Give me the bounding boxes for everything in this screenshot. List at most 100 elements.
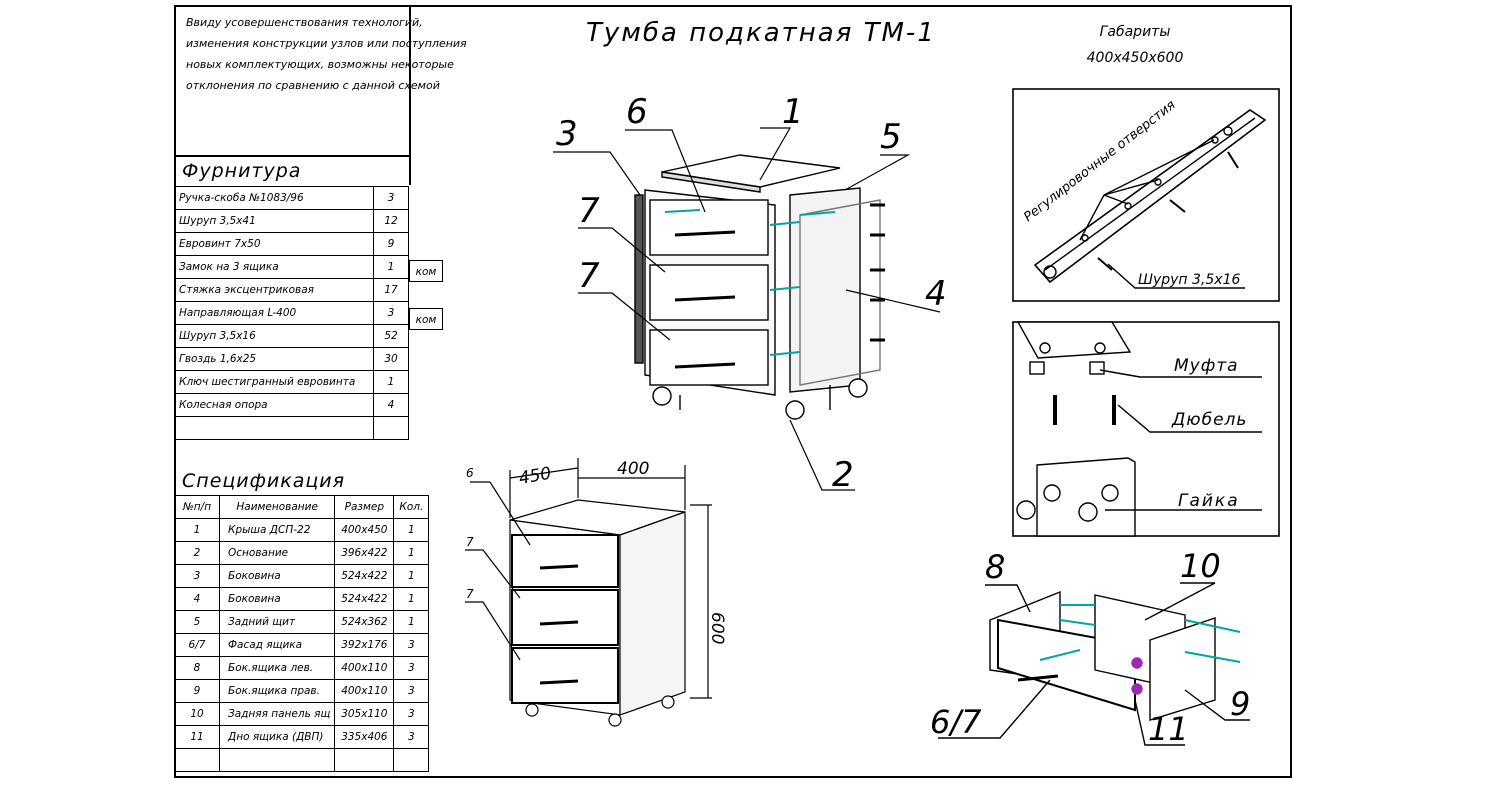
hardware-item-name: Евровинт 7х50 [174, 232, 374, 256]
spec-cell: 10 [174, 702, 220, 726]
hardware-unit-slide: ком [409, 308, 443, 330]
revision-note: Ввиду усовершенствования технологий, изм… [186, 16, 467, 92]
slide-screw-label: Шуруп 3,5х16 [1138, 272, 1240, 288]
drawer-drawing [938, 582, 1250, 746]
spec-cell [218, 748, 336, 772]
spec-cell: 4 [174, 587, 220, 611]
hardware-item-name: Стяжка эксцентриковая [174, 278, 374, 302]
spec-cell: 305х110 [334, 702, 395, 726]
hardware-item-name: Колесная опора [174, 393, 374, 417]
spec-cell: 335х406 [334, 725, 395, 749]
small-callout-7b: 7 [466, 587, 474, 601]
hardware-item-name: Шуруп 3,5х41 [174, 209, 374, 233]
spec-header-cell: Кол. [393, 495, 430, 519]
main-callout-leaders [553, 127, 941, 491]
spec-title: Спецификация [182, 470, 346, 492]
nut-label: Гайка [1178, 491, 1240, 511]
spec-row [174, 748, 430, 772]
note-divider [174, 155, 410, 157]
callout-6: 6 [626, 92, 648, 132]
main-cabinet-drawing [634, 154, 885, 420]
small-cabinet-drawing [465, 458, 712, 727]
spec-header-cell: Наименование [218, 495, 336, 519]
spec-cell: 6/7 [174, 633, 220, 657]
spec-cell: 11 [174, 725, 220, 749]
hardware-title: Фурнитура [182, 160, 302, 182]
hardware-item-qty: 52 [373, 324, 409, 348]
spec-cell: Бок.ящика прав. [218, 679, 336, 703]
small-callout-6: 6 [466, 466, 474, 480]
spec-cell: 400х110 [334, 679, 395, 703]
drawer-callout-10: 10 [1180, 547, 1221, 585]
hardware-item-qty: 1 [373, 370, 409, 394]
spec-cell: 392х176 [334, 633, 395, 657]
spec-cell: 1 [393, 610, 430, 634]
dowel-label: Дюбель [1171, 410, 1247, 430]
spec-cell: 3 [174, 564, 220, 588]
spec-cell: 3 [393, 725, 430, 749]
spec-cell: Боковина [218, 564, 336, 588]
callout-3: 3 [556, 114, 578, 154]
spec-cell: 5 [174, 610, 220, 634]
small-dim-width: 400 [617, 459, 649, 479]
spec-cell: 1 [393, 564, 430, 588]
hardware-unit-lock: ком [409, 260, 443, 282]
page-title: Тумба подкатная ТМ-1 [586, 18, 936, 48]
spec-cell: 3 [393, 633, 430, 657]
spec-cell [334, 748, 395, 772]
small-dim-depth: 450 [517, 464, 552, 489]
spec-cell: Задняя панель ящ [218, 702, 336, 726]
drawer-callout-11: 11 [1148, 710, 1189, 748]
spec-cell: 396х422 [334, 541, 395, 565]
hardware-item-qty: 30 [373, 347, 409, 371]
spec-cell: 1 [174, 518, 220, 542]
spec-cell: 524х362 [334, 610, 395, 634]
spec-header-cell: Размер [334, 495, 395, 519]
callout-2: 2 [832, 455, 854, 495]
hardware-item-qty: 9 [373, 232, 409, 256]
spec-cell: 8 [174, 656, 220, 680]
hardware-item-qty [373, 416, 409, 440]
hardware-item-name [174, 416, 374, 440]
small-callout-7a: 7 [466, 535, 474, 549]
drawer-callout-9: 9 [1230, 685, 1250, 723]
callout-5: 5 [880, 117, 902, 157]
callout-7a: 7 [578, 191, 600, 231]
hardware-row [174, 416, 409, 440]
spec-cell: 400х110 [334, 656, 395, 680]
hardware-item-qty: 17 [373, 278, 409, 302]
spec-cell [393, 748, 430, 772]
spec-cell: 400х450 [334, 518, 395, 542]
muft-label: Муфта [1174, 356, 1239, 376]
spec-cell: 9 [174, 679, 220, 703]
left-column-divider [409, 5, 411, 185]
dimensions-label: Габариты [1099, 24, 1171, 40]
fastener-panel [1012, 321, 1280, 537]
small-dim-height: 600 [707, 612, 727, 644]
hardware-item-qty: 3 [373, 301, 409, 325]
spec-cell: 1 [393, 541, 430, 565]
callout-1: 1 [782, 92, 804, 132]
drawer-callout-6-7: 6/7 [930, 703, 982, 741]
spec-cell: Бок.ящика лев. [218, 656, 336, 680]
hardware-item-qty: 12 [373, 209, 409, 233]
callout-7b: 7 [578, 256, 600, 296]
hardware-item-qty: 1 [373, 255, 409, 279]
callout-4: 4 [925, 274, 947, 314]
slide-holes-label: Регулировочные отверстия [1021, 98, 1178, 226]
